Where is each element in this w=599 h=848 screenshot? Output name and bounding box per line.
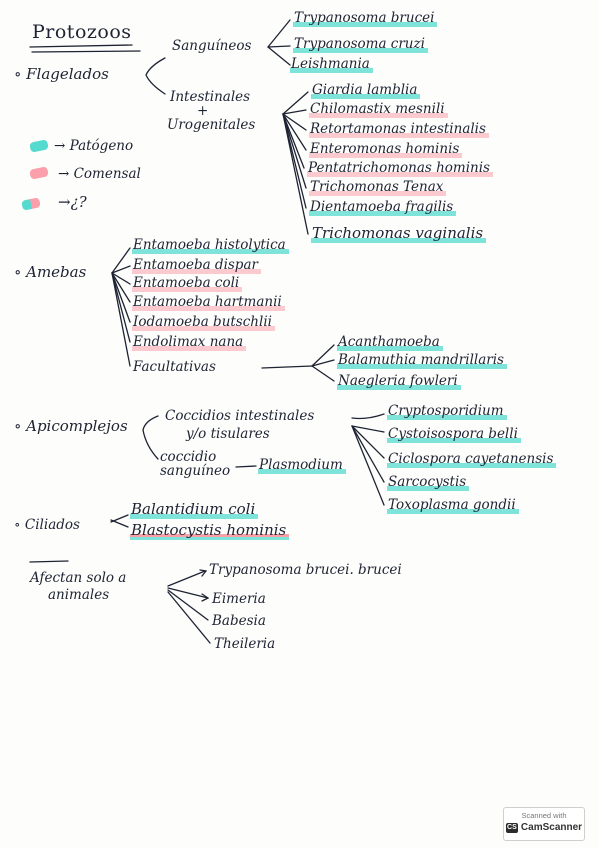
plasmodium-item: Plasmodium [258,457,346,474]
apicomplejo-item: Sarcocystis [387,474,470,491]
camscanner-badge: Scanned with CS CamScanner [503,807,585,841]
ameba-item: Entamoeba coli [132,275,243,292]
facultativa-item: Acanthamoeba [337,334,443,351]
legend-pathogen: → Patógeno [54,138,134,154]
facultativas-label: Facultativas [133,359,216,375]
animal-parasite-item: Eimeria [212,591,266,607]
coccidios-label-1: Coccidios intestinales [165,408,315,424]
intestinal-item: Enteromonas hominis [309,141,463,158]
ciliados-label: ∘ Ciliados [14,517,80,533]
page-title: Protozoos [32,21,132,43]
ameba-item: Entamoeba hartmanii [132,294,285,311]
urogenitales-label: Urogenitales [167,117,256,133]
legend-unknown: →¿? [58,193,87,211]
intestinal-item: Retortamonas intestinalis [309,121,489,138]
ameba-item: Iodamoeba butschlii [132,314,275,331]
apicomplejos-label: ∘ Apicomplejos [14,417,128,435]
intestinal-item: Dientamoeba fragilis [309,199,457,216]
intestinal-item: Giardia lamblia [311,82,421,99]
flagelados-label: ∘ Flagelados [14,65,109,83]
ameba-item: Entamoeba histolytica [132,237,289,254]
facultativa-item: Balamuthia mandrillaris [337,352,507,369]
animal-parasite-item: Trypanosoma brucei. brucei [209,562,402,578]
ciliado-item: Balantidium coli [130,500,259,519]
ameba-item: Entamoeba dispar [132,257,261,274]
amebas-label: ∘ Amebas [14,263,87,281]
coccidio-sanguineo-1: coccidio [160,449,217,465]
flagelado-item: Leishmania [290,56,373,73]
ameba-item: Endolimax nana [132,334,247,351]
plus-sign: + [197,103,209,119]
flagelado-item: Trypanosoma brucei [293,10,438,27]
animales-label-2: animales [48,587,110,603]
apicomplejo-item: Cryptosporidium [387,403,507,420]
apicomplejo-item: Toxoplasma gondii [387,497,519,514]
animales-label-1: Afectan solo a [30,570,127,586]
ciliado-item: Blastocystis hominis [130,521,290,540]
camscanner-name: CamScanner [520,822,583,833]
animal-parasite-item: Theileria [214,636,276,652]
animal-parasite-item: Babesia [212,613,266,629]
apicomplejo-item: Cystoisospora belli [387,426,521,443]
flagelado-item: Trypanosoma cruzi [293,36,428,53]
coccidios-label-2: y/o tisulares [186,426,270,442]
intestinales-label: Intestinales [170,89,251,105]
intestinal-item: Trichomonas Tenax [309,179,447,196]
intestinal-item: Pentatrichomonas hominis [307,160,493,177]
facultativa-item: Naegleria fowleri [337,373,461,390]
apicomplejo-item: Ciclospora cayetanensis [387,451,557,468]
legend-commensal: → Comensal [58,166,141,182]
intestinal-item: Trichomonas vaginalis [311,224,487,243]
intestinal-item: Chilomastix mesnili [309,101,448,118]
sanguineos-label: Sanguíneos [172,38,252,54]
camscanner-logo-icon: CS [505,822,518,833]
scanned-with-text: Scanned with [521,811,567,820]
coccidio-sanguineo-2: sanguíneo [160,463,231,479]
